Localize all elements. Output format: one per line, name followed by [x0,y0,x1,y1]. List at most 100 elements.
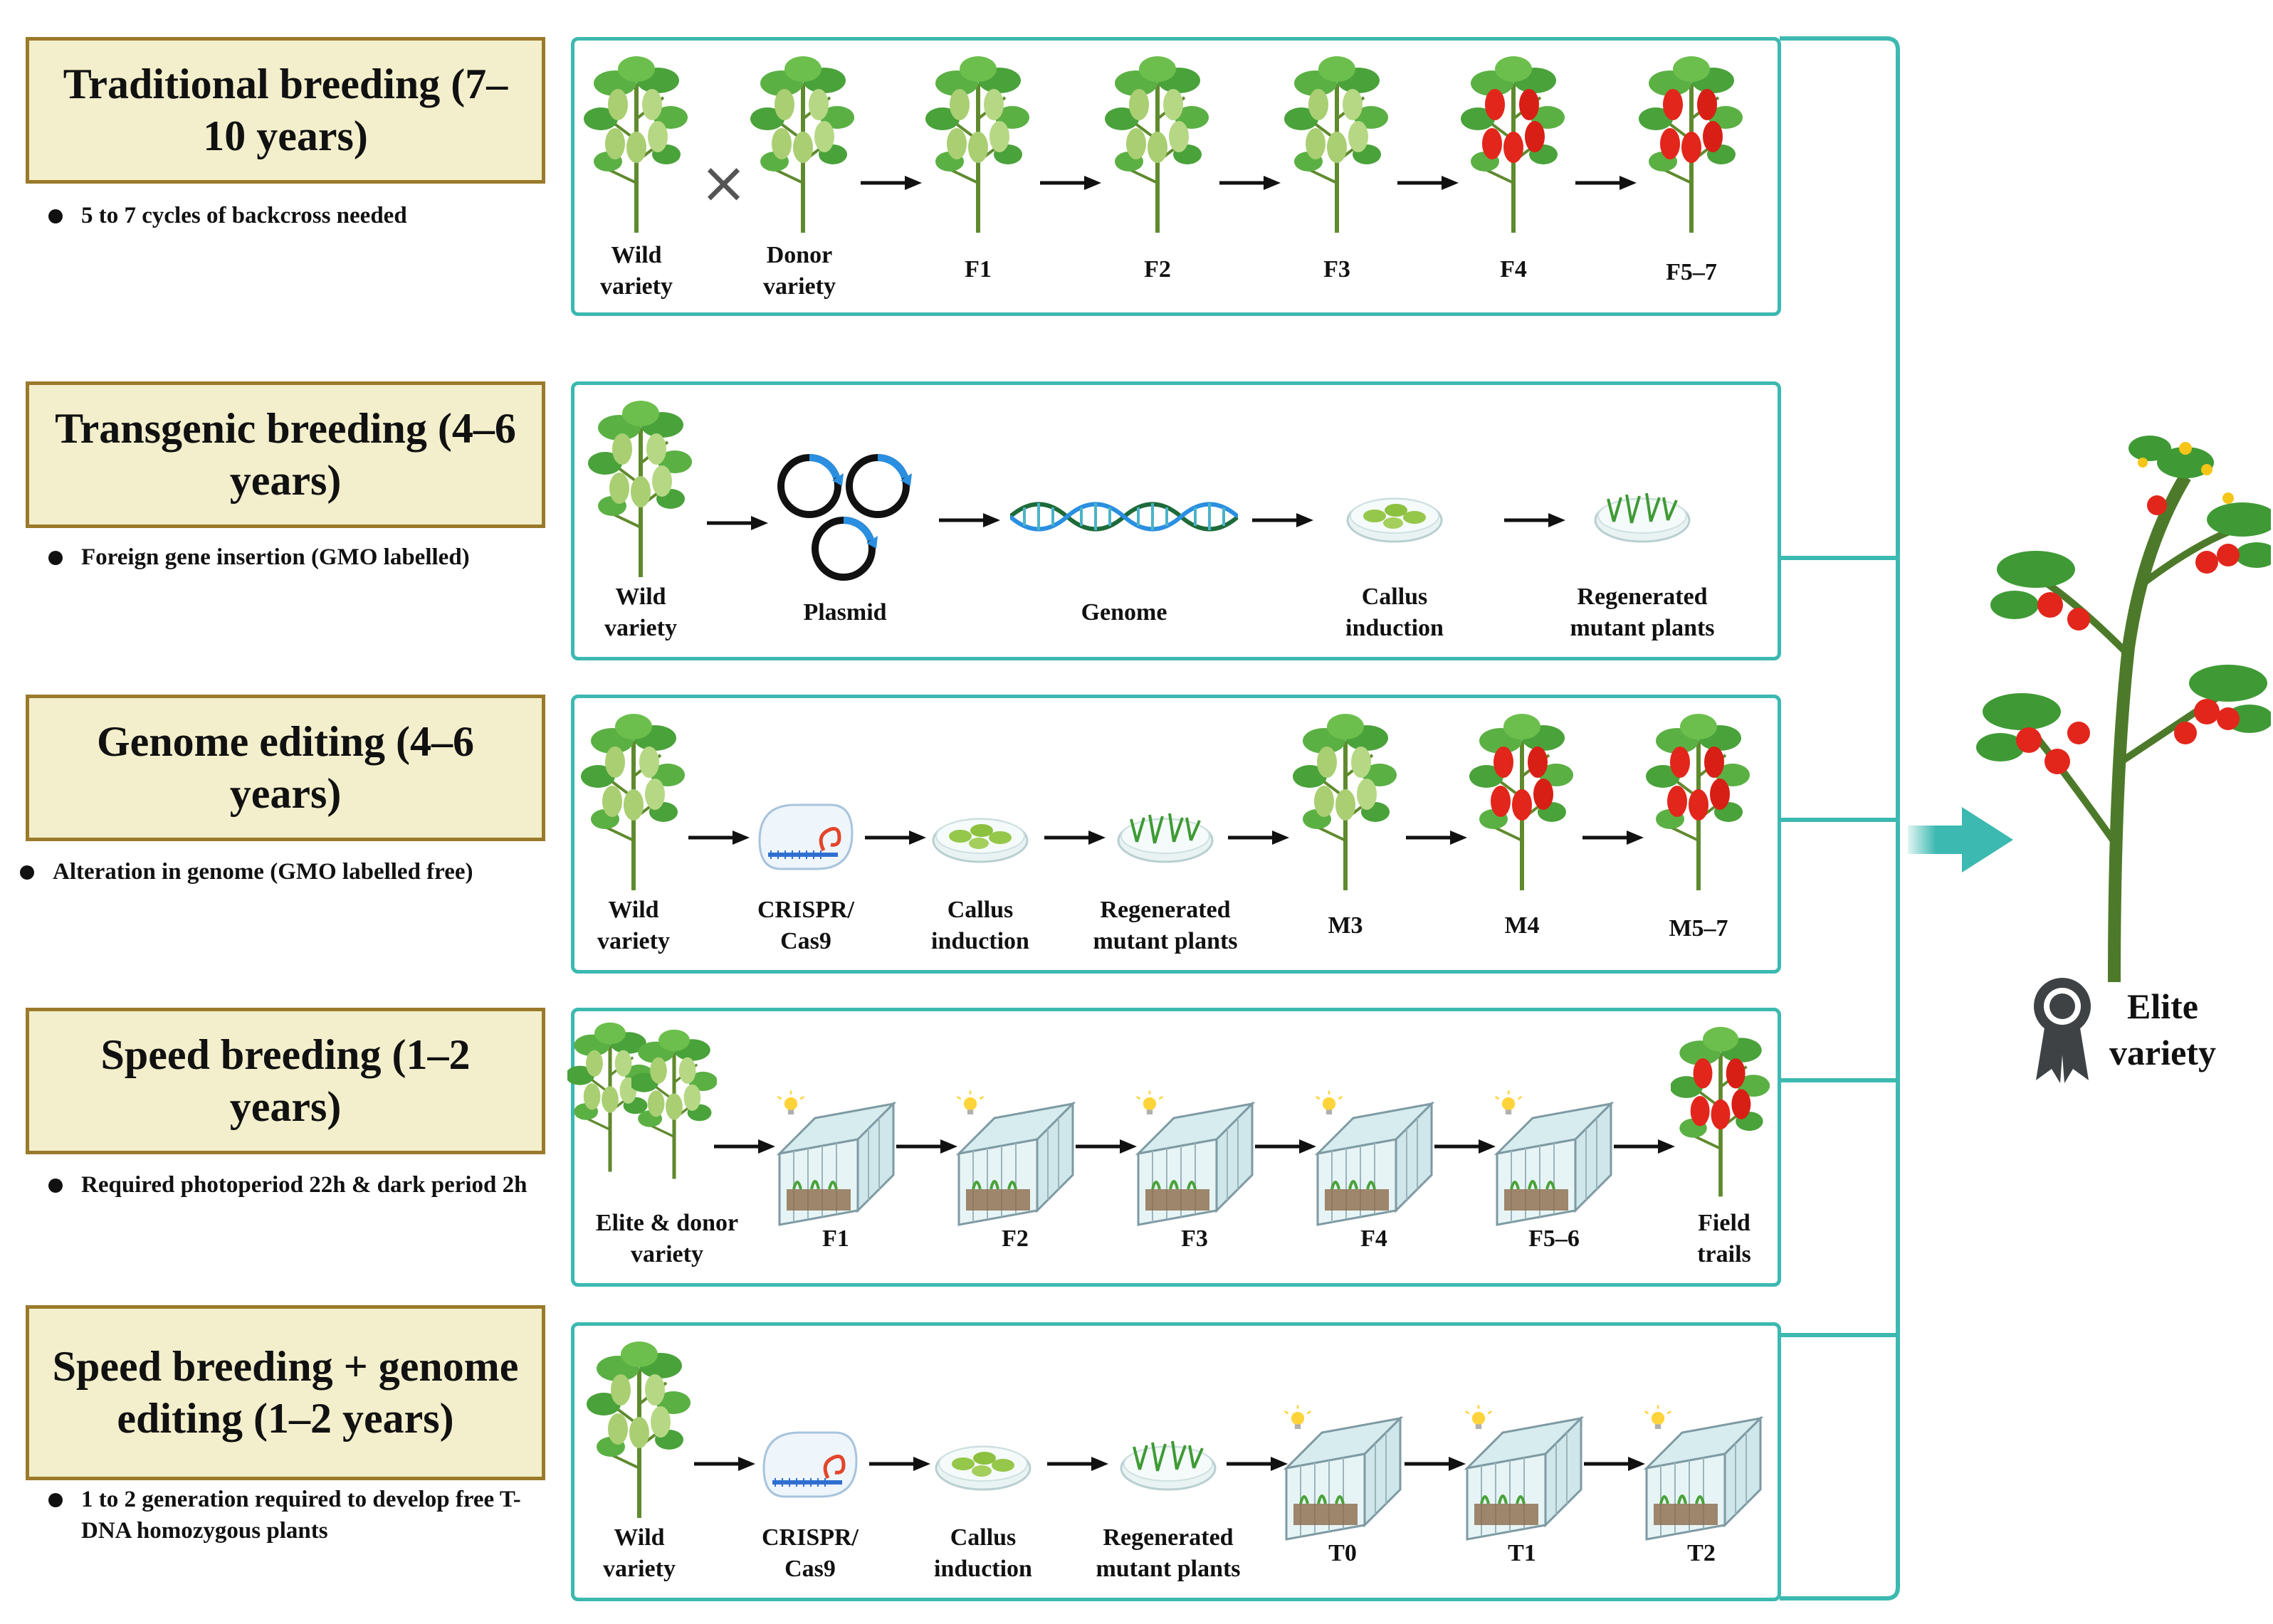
step-label: Regenerated mutant plants [1570,584,1715,641]
greenhouse-icon [1496,1102,1612,1226]
title-text: Speed breeding (1–2 years) [100,1030,471,1130]
step-label: F5–6 [1528,1225,1580,1252]
step-label: T1 [1508,1540,1536,1566]
step-label: Callus induction [934,1524,1032,1582]
step-label: F3 [1181,1225,1208,1252]
arrow-icon [1397,176,1459,190]
arrow-icon [707,516,768,530]
step-label: Wild variety [597,897,670,954]
step-label: F4 [1360,1225,1387,1252]
step-label: Callus induction [1345,584,1444,641]
bullet-dot [48,1179,63,1193]
crispr-cas9-icon [757,1425,863,1504]
arrow-icon [1584,1457,1645,1471]
title-text: Transgenic breeding (4–6 years) [55,404,516,504]
step-label: T2 [1687,1540,1716,1566]
note-text: Foreign gene insertion (GMO labelled) [81,544,470,570]
bullet-dot [48,551,63,565]
arrow-icon [694,1457,755,1471]
arrow-icon [865,831,926,845]
step-label: F4 [1500,256,1527,283]
step-label: Wild variety [600,242,673,300]
greenhouse-icon [778,1102,895,1226]
red-tomato-plant-icon [1469,712,1575,897]
arrow-icon [1255,1139,1316,1154]
arrow-icon [1405,1457,1466,1471]
dna-genome-icon [1010,502,1238,532]
arrow-icon [1227,1457,1288,1471]
step-label: F2 [1002,1225,1029,1252]
step-label: Regenerated mutant plants [1093,897,1238,954]
panel-genome-editing: Wild variety CRISPR/ Cas9 Callus inducti… [571,695,1781,974]
arrow-icon [1252,513,1313,527]
panel-speed-breeding-genome-editing: Wild variety CRISPR/ Cas9 Callus inducti… [571,1322,1781,1601]
step-label: Donor variety [763,242,836,300]
crispr-cas9-icon [752,798,859,876]
step-label: M4 [1504,912,1540,939]
arrow-icon [1047,1457,1108,1471]
bullet-dot [20,865,34,880]
red-tomato-plant-icon [1460,55,1567,240]
note-speed-breeding-genome-editing: 1 to 2 generation required to develop fr… [48,1485,551,1546]
regenerated-plants-petri-icon [1117,812,1214,863]
red-tomato-plant-icon [1671,1025,1770,1203]
arrow-icon [1504,513,1565,527]
step-label: F5–7 [1666,259,1717,285]
note-traditional-breeding: 5 to 7 cycles of backcross needed [48,201,451,232]
red-tomato-plant-icon [1645,712,1752,897]
bullet-dot [48,209,63,223]
title-text: Speed breeding + genome editing (1–2 yea… [52,1342,519,1442]
arrow-icon [688,831,750,845]
cross-icon: × [700,149,748,216]
title-transgenic-breeding: Transgenic breeding (4–6 years) [26,381,545,528]
step-label: Regenerated mutant plants [1096,1524,1241,1582]
step-label: M3 [1328,912,1363,939]
green-tomato-plant-icon [587,399,694,584]
callus-petri-dish-icon [1346,497,1443,543]
note-speed-breeding: Required photoperiod 22h & dark period 2… [48,1170,537,1201]
callus-petri-dish-icon [932,818,1029,863]
regenerated-plants-petri-icon [1594,492,1691,543]
arrow-icon [1040,176,1101,190]
award-ribbon-icon [2034,978,2091,1083]
step-label: Genome [1081,599,1167,626]
greenhouse-icon [1137,1102,1254,1226]
greenhouse-icon [1285,1417,1402,1541]
arrow-icon [1434,1139,1496,1154]
regenerated-plants-petri-icon [1120,1440,1217,1491]
green-tomato-plant-icon [583,55,690,240]
bullet-dot [48,1493,63,1507]
step-label: CRISPR/ Cas9 [761,1524,859,1582]
green-tomato-plant-icon [631,1028,717,1185]
arrow-icon [939,513,1000,527]
step-label: F3 [1323,256,1350,283]
step-label: Field trails [1697,1210,1751,1267]
arrow-icon [1076,1139,1137,1154]
arrow-icon [869,1457,930,1471]
step-label: Plasmid [803,599,887,626]
step-label: T0 [1328,1540,1357,1566]
green-tomato-plant-icon [1284,55,1390,240]
greenhouse-icon [1466,1417,1582,1541]
step-label: Elite & donor variety [595,1210,739,1267]
note-text: 5 to 7 cycles of backcross needed [81,203,407,228]
note-transgenic-breeding: Foreign gene insertion (GMO labelled) [48,542,579,574]
panel-traditional-breeding: × Wild variety Donor variety F1 F2 F3 F4… [571,37,1781,316]
step-label: Wild variety [604,584,677,641]
plasmid-icon [777,454,912,581]
green-tomato-plant-icon [750,55,856,240]
greenhouse-icon [1316,1102,1433,1226]
step-label: Wild variety [603,1524,676,1582]
arrow-icon [714,1139,775,1154]
arrow-icon [861,176,922,190]
step-label: F2 [1144,256,1171,283]
panel-speed-breeding: Elite & donor variety F1 F2 F3 F4 F5–6 F… [571,1008,1781,1287]
title-traditional-breeding: Traditional breeding (7–10 years) [26,37,545,184]
green-tomato-plant-icon [1104,55,1211,240]
elite-variety-label: Elite variety [2109,986,2216,1072]
title-speed-breeding: Speed breeding (1–2 years) [26,1008,545,1154]
green-tomato-plant-icon [580,712,687,897]
bracket-connector [1780,36,1900,1601]
elite-tomato-plant-icon [1976,436,2271,983]
arrow-icon [1582,831,1644,845]
